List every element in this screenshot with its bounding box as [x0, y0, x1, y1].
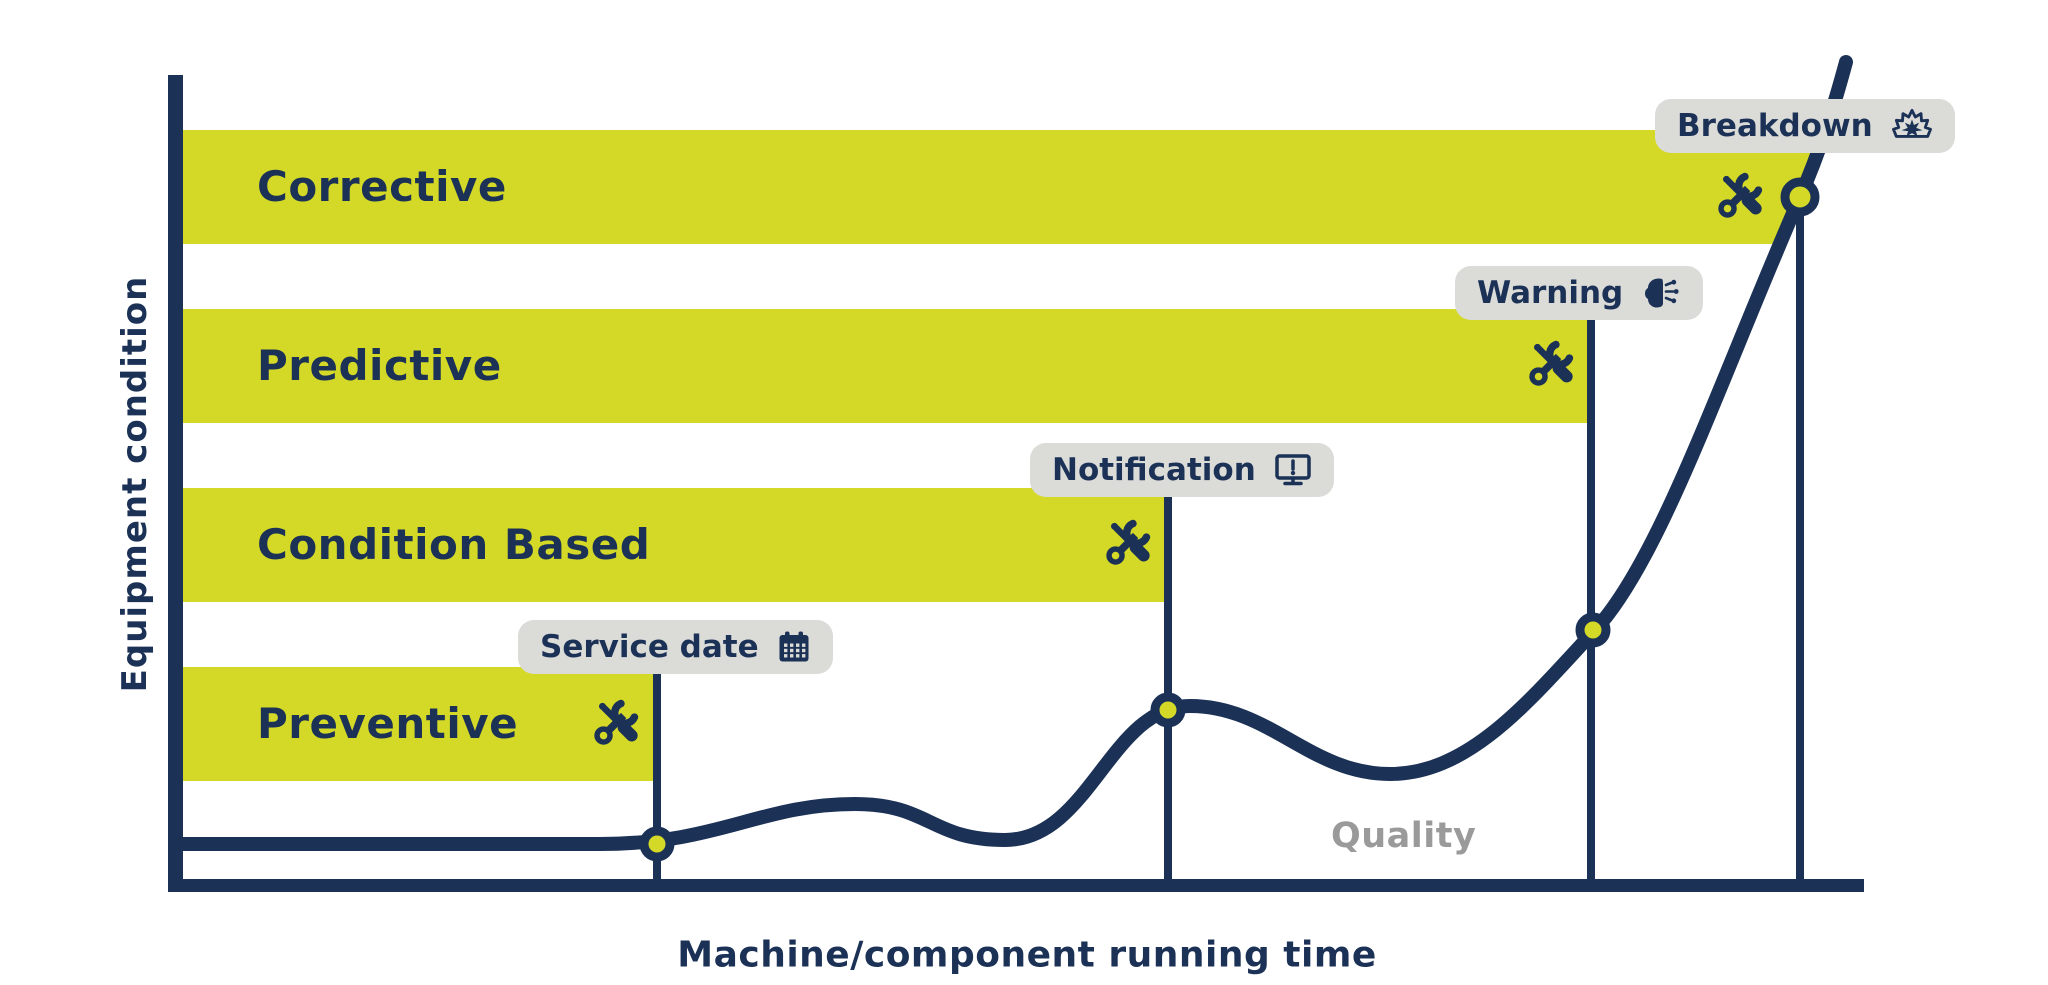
- explosion-icon: [1891, 107, 1933, 145]
- notification-marker: [1150, 692, 1186, 728]
- notification-chip: Notification: [1030, 443, 1334, 497]
- maintenance-tools-icon: [1721, 176, 1758, 215]
- warning-chip: Warning: [1455, 266, 1704, 320]
- monitor-alert-icon: [1274, 453, 1312, 487]
- calendar-icon: [777, 630, 811, 664]
- x-axis: [168, 879, 1864, 892]
- service-date-chip: Service date: [518, 620, 833, 674]
- breakdown-chip-label: Breakdown: [1677, 108, 1873, 144]
- maintenance-tools-icon: [1532, 344, 1569, 383]
- bar-label-condition-based: Condition Based: [257, 520, 651, 569]
- service-date-marker: [639, 826, 675, 862]
- bar-corrective: Corrective: [183, 130, 1826, 244]
- bar-label-corrective: Corrective: [257, 162, 507, 211]
- x-axis-label: Machine/component running time: [677, 934, 1377, 976]
- quality-curve-label: Quality: [1331, 816, 1477, 856]
- service-date-chip-label: Service date: [540, 629, 759, 665]
- bar-predictive: Predictive: [183, 309, 1590, 423]
- breakdown-chip: Breakdown: [1655, 99, 1955, 153]
- bar-preventive: Preventive: [183, 667, 657, 781]
- warning-chip-label: Warning: [1477, 275, 1624, 311]
- notification-chip-label: Notification: [1052, 452, 1256, 488]
- bar-label-preventive: Preventive: [257, 699, 519, 748]
- quality-curve: [176, 55, 1853, 851]
- breakdown-marker: [1780, 177, 1820, 217]
- maintenance-tools-icon: [597, 703, 634, 742]
- y-axis: [168, 75, 183, 892]
- bar-condition-based: Condition Based: [183, 488, 1168, 602]
- bar-label-predictive: Predictive: [257, 341, 502, 390]
- maintenance-tools-icon: [1109, 523, 1146, 562]
- ai-brain-icon: [1641, 276, 1681, 310]
- warning-marker: [1575, 612, 1611, 648]
